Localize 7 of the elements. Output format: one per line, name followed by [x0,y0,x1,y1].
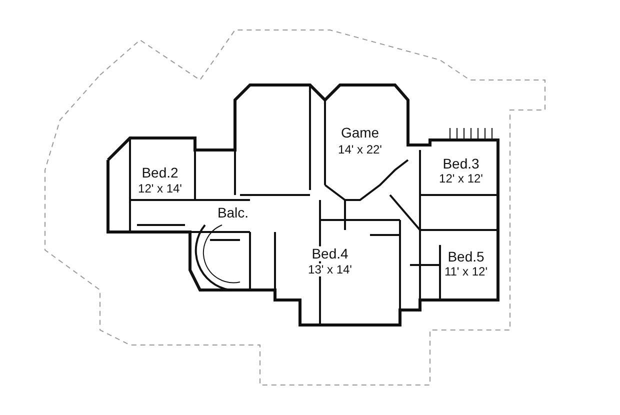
room-name: Bed.4 [310,246,350,262]
room-name: Game [340,125,380,141]
room-dimension: 13' x 14' [307,263,353,277]
room-name: Bed.2 [140,165,180,181]
room-name: Bed.5 [446,249,486,265]
room-name: Balc. [216,205,250,221]
room-name: Bed.3 [442,156,480,172]
